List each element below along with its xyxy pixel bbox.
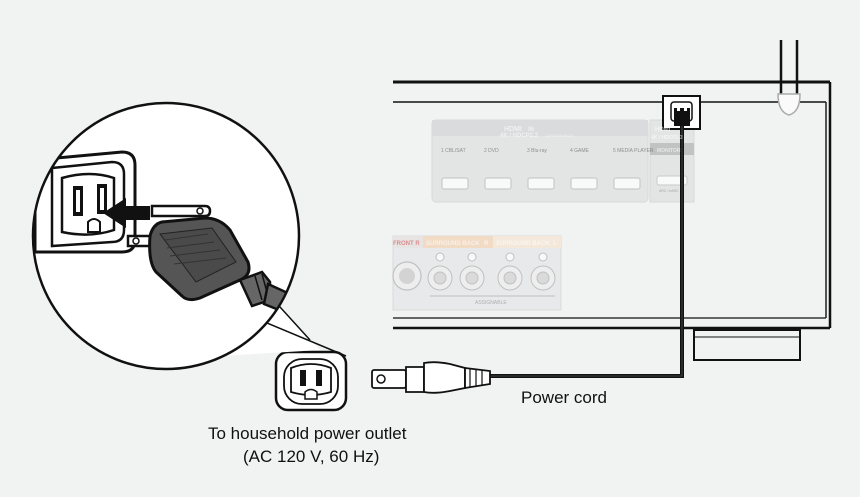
speaker-sb-label-l: SURROUND BACK xyxy=(496,241,550,247)
hdmi-out-subtitle: 4K / HDCP2.3 xyxy=(651,135,683,141)
speaker-polarity-mark xyxy=(538,252,548,262)
hdmi-input-port xyxy=(484,177,512,190)
hdmi-out-title: HDMI xyxy=(655,127,671,133)
hdmi-input-texts: HDMI IN 4K / HDCP2.3 (ASSIGNABLE) HDMI 4… xyxy=(393,126,683,306)
power-outlet-icon-small xyxy=(274,350,348,412)
hdmi-input-label: 3 Blu-ray xyxy=(527,148,548,154)
hdmi-in-title: HDMI xyxy=(504,126,522,133)
speaker-sb-badge-l: L xyxy=(553,241,557,247)
speaker-polarity-mark xyxy=(435,252,445,262)
speaker-sb-badge-r: R xyxy=(484,241,489,247)
hdmi-in-assignable: (ASSIGNABLE) xyxy=(546,133,575,138)
hdmi-input-port xyxy=(613,177,641,190)
wifi-antenna-icon xyxy=(777,40,801,116)
power-cord-line xyxy=(490,126,684,378)
hdmi-input-port xyxy=(441,177,469,190)
power-outlet-icon xyxy=(33,150,137,254)
speaker-binding-post-core xyxy=(465,271,479,285)
hdmi-input-label: 5 MEDIA PLAYER xyxy=(613,148,654,154)
zoom-circle xyxy=(31,101,301,371)
ac-inlet xyxy=(662,95,701,130)
outlet-label-line1: To household power outlet xyxy=(208,424,407,443)
speaker-front-label: FRONT R xyxy=(393,241,420,247)
speaker-terminals xyxy=(392,235,562,311)
monitor-label: MONITOR xyxy=(657,148,681,154)
hdmi-input-panel xyxy=(431,119,649,203)
speaker-sb-label-r: SURROUND BACK xyxy=(426,241,480,247)
power-plug-icon xyxy=(126,204,292,314)
arc-label: ARC / eARC xyxy=(659,189,679,193)
hdmi-input-label: 2 DVD xyxy=(484,148,499,154)
hdmi-input-label: 1 CBL/SAT xyxy=(441,148,466,154)
hdmi-input-port xyxy=(570,177,598,190)
hdmi-in-subtitle: 4K / HDCP2.3 xyxy=(500,133,539,139)
speaker-polarity-mark xyxy=(467,252,477,262)
insert-arrow-icon xyxy=(103,198,150,228)
speaker-binding-post-core xyxy=(433,271,447,285)
outlet-label-line2: (AC 120 V, 60 Hz) xyxy=(243,447,380,466)
hdmi-input-label: 4 GAME xyxy=(570,148,590,154)
speaker-polarity-mark xyxy=(505,252,515,262)
power-cord-label: Power cord xyxy=(521,388,607,407)
hdmi-input-port xyxy=(527,177,555,190)
speaker-binding-post-core xyxy=(503,271,517,285)
speaker-assignable: ASSIGNABLE xyxy=(475,300,507,306)
speaker-binding-post-core xyxy=(536,271,550,285)
hdmi-in-badge: IN xyxy=(528,127,534,133)
power-plug-icon-small xyxy=(371,361,491,394)
